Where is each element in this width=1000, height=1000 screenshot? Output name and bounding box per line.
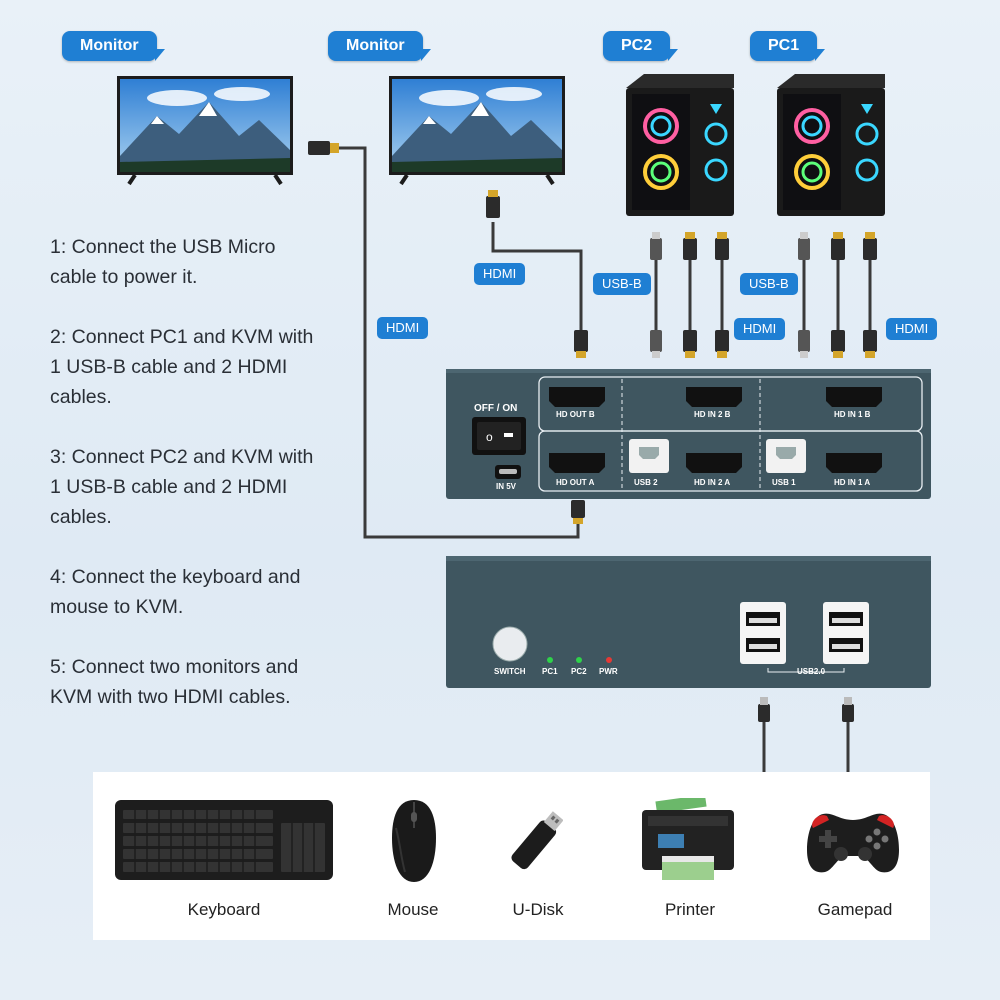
device-label-u-disk: U-Disk xyxy=(512,900,564,919)
usb1-label: USB 1 xyxy=(772,478,796,487)
led-pwr-label: PWR xyxy=(599,667,618,676)
usbb-cable-tag: USB-B xyxy=(593,273,651,295)
power-port-label: IN 5V xyxy=(496,482,517,491)
led-pwr xyxy=(606,657,612,663)
led-pc1 xyxy=(547,657,553,663)
plug-hdmi xyxy=(571,500,585,518)
hdmi-cable-tag: HDMI xyxy=(474,263,526,285)
peripheral-devices-panel: Keyboard Mouse U-Disk Printer xyxy=(93,772,930,940)
cable-hdmi-monitor-left xyxy=(338,146,580,539)
plug-hdmi xyxy=(683,238,697,260)
usbb-cable-tag: USB-B xyxy=(740,273,798,295)
usb-drive-icon xyxy=(511,811,563,870)
hd-in2b-label: HD IN 2 B xyxy=(694,410,731,419)
monitor-right-icon xyxy=(389,76,565,186)
device-label-mouse: Mouse xyxy=(387,900,439,919)
plug-hdmi xyxy=(308,141,330,155)
step-3: 3: Connect PC2 and KVM with 1 USB-B cabl… xyxy=(50,446,314,528)
plug-usba xyxy=(758,704,770,722)
hd-in1a-label: HD IN 1 A xyxy=(834,478,871,487)
step-4: 4: Connect the keyboard and mouse to KVM… xyxy=(50,566,301,618)
monitor-left-icon xyxy=(117,76,293,186)
cable-hdmi-monitor-right xyxy=(491,222,583,345)
kvm-back-panel: o xyxy=(446,369,931,499)
gamepad-icon xyxy=(807,813,899,873)
device-label-gamepad: Gamepad xyxy=(817,900,893,919)
keyboard-icon xyxy=(115,800,333,880)
plug-usba xyxy=(842,704,854,722)
plug-hdmi xyxy=(863,330,877,352)
hd-out-a-label: HD OUT A xyxy=(556,478,595,487)
hd-in1b-label: HD IN 1 B xyxy=(834,410,871,419)
device-label-keyboard: Keyboard xyxy=(187,900,261,919)
hdmi-cable-tag: HDMI xyxy=(734,318,786,340)
plug-hdmi xyxy=(831,330,845,352)
hdmi-cable-tag: HDMI xyxy=(886,318,938,340)
monitor-right-label: Monitor xyxy=(328,31,431,61)
plug-usbb xyxy=(650,330,662,352)
switch-label: SWITCH xyxy=(494,667,526,676)
plug-usbb xyxy=(650,238,662,260)
plug-hdmi xyxy=(574,330,588,352)
kvm-front-panel xyxy=(446,556,931,688)
usb2-0-label: USB2.0 xyxy=(797,667,826,676)
led-pc2 xyxy=(576,657,582,663)
svg-text:o: o xyxy=(486,430,493,444)
power-switch-label: OFF / ON xyxy=(474,403,518,414)
step-5: 5: Connect two monitors and KVM with two… xyxy=(50,656,299,708)
hdmi-cable-tag: HDMI xyxy=(377,317,429,339)
plug-hdmi xyxy=(863,238,877,260)
led-pc1-label: PC1 xyxy=(542,667,558,676)
device-label-printer: Printer xyxy=(664,900,716,919)
instruction-steps: 1: Connect the USB Micro cable to power … xyxy=(50,232,320,742)
plug-usbb xyxy=(798,330,810,352)
pc2-tower-icon xyxy=(626,74,734,216)
pc1-tower-icon xyxy=(777,74,885,216)
plug-usbb xyxy=(798,238,810,260)
usb2-label: USB 2 xyxy=(634,478,658,487)
monitor-left-label: Monitor xyxy=(62,31,165,61)
plug-hdmi xyxy=(486,196,500,218)
pc2-label: PC2 xyxy=(603,31,679,61)
plug-hdmi xyxy=(831,238,845,260)
printer-icon xyxy=(642,798,734,880)
switch-button xyxy=(492,626,528,662)
led-pc2-label: PC2 xyxy=(571,667,587,676)
step-1: 1: Connect the USB Micro cable to power … xyxy=(50,236,276,288)
hd-in2a-label: HD IN 2 A xyxy=(694,478,731,487)
step-2: 2: Connect PC1 and KVM with 1 USB-B cabl… xyxy=(50,326,314,408)
plug-hdmi xyxy=(683,330,697,352)
hdmi-port xyxy=(549,387,882,407)
hd-out-b-label: HD OUT B xyxy=(556,410,595,419)
pc1-label: PC1 xyxy=(750,31,826,61)
plug-hdmi xyxy=(715,238,729,260)
plug-hdmi xyxy=(715,330,729,352)
mouse-icon xyxy=(392,800,436,882)
